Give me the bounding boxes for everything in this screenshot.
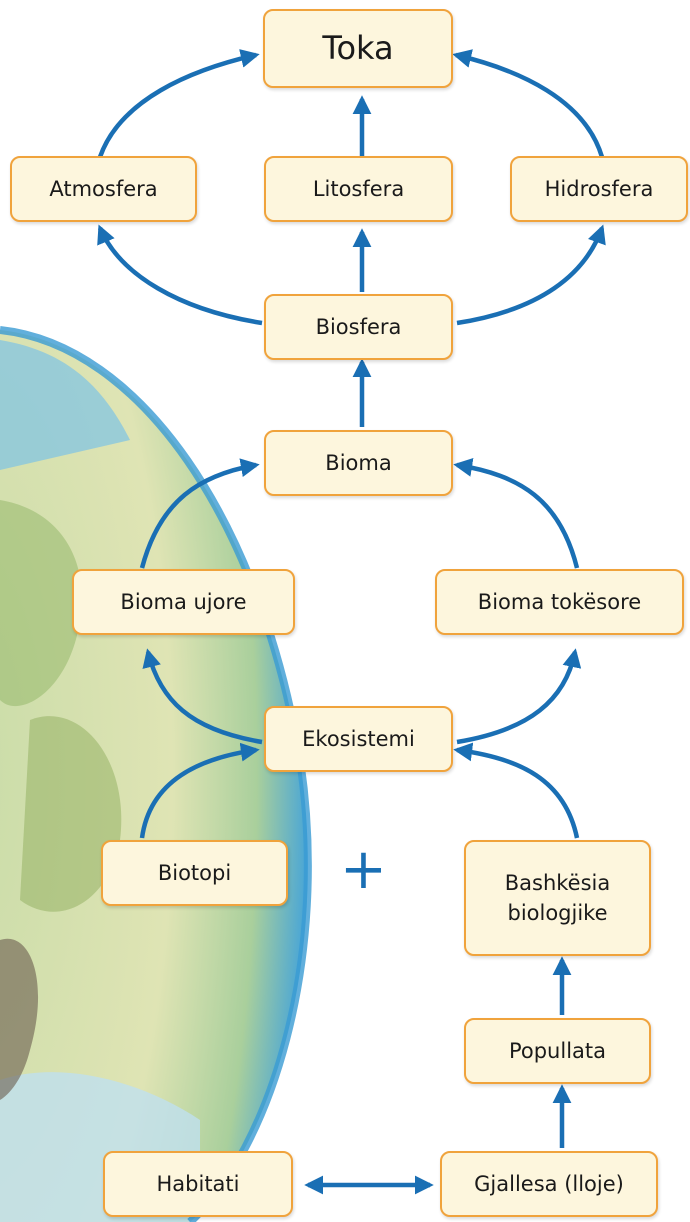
node-habitati-label: Habitati	[156, 1171, 240, 1196]
node-biosfera: Biosfera	[264, 294, 453, 360]
arrow-biosfera-to-hidrosfera	[456, 224, 606, 326]
node-toka-label: Toka	[322, 29, 394, 68]
node-ekosistemi: Ekosistemi	[264, 706, 453, 772]
node-hidrosfera-label: Hidrosfera	[544, 176, 654, 201]
node-popullata-label: Popullata	[508, 1038, 607, 1063]
node-bioma-tokesore: Bioma tokësore	[435, 569, 684, 635]
node-gjallesa: Gjallesa (lloje)	[440, 1151, 658, 1217]
node-hidrosfera: Hidrosfera	[510, 156, 688, 222]
node-bioma-ujore: Bioma ujore	[72, 569, 295, 635]
arrow-biotopi-to-ekosistemi	[139, 742, 260, 839]
node-bioma-label: Bioma	[325, 450, 392, 475]
node-litosfera-label: Litosfera	[312, 176, 405, 201]
node-toka: Toka	[263, 9, 453, 88]
globe-shape	[0, 326, 312, 1222]
node-biotopi-label: Biotopi	[157, 860, 232, 885]
node-biosfera-label: Biosfera	[315, 314, 402, 339]
arrow-ekosistemi-to-bioma-tokesore	[456, 648, 582, 745]
node-atmosfera-label: Atmosfera	[49, 176, 158, 201]
arrow-bioma-ujore-to-bioma	[139, 458, 260, 569]
arrow-biosfera-to-atmosfera	[97, 224, 263, 326]
node-bashkesia-biologjike: Bashkësia biologjike	[464, 840, 651, 956]
node-bashkesia-label-line2: biologjike	[507, 901, 608, 925]
node-gjallesa-label: Gjallesa (lloje)	[474, 1171, 624, 1196]
node-atmosfera: Atmosfera	[10, 156, 197, 222]
node-bashkesia-label-line1: Bashkësia	[504, 870, 611, 895]
node-popullata: Popullata	[464, 1018, 651, 1084]
arrow-hidrosfera-to-toka	[452, 49, 605, 158]
node-ekosistemi-label: Ekosistemi	[302, 726, 415, 751]
arrow-atmosfera-to-toka	[97, 49, 260, 158]
arrow-bioma-tokesore-to-bioma	[453, 458, 580, 569]
node-habitati: Habitati	[103, 1151, 293, 1217]
arrow-bashkesia-to-ekosistemi	[453, 742, 580, 839]
node-bioma-ujore-label: Bioma ujore	[120, 589, 247, 614]
node-bioma: Bioma	[264, 430, 453, 496]
node-litosfera: Litosfera	[264, 156, 453, 222]
plus-sign: +	[340, 837, 387, 902]
node-biotopi: Biotopi	[101, 840, 288, 906]
arrow-ekosistemi-to-bioma-ujore	[142, 648, 263, 745]
node-bioma-tokesore-label: Bioma tokësore	[477, 589, 642, 614]
